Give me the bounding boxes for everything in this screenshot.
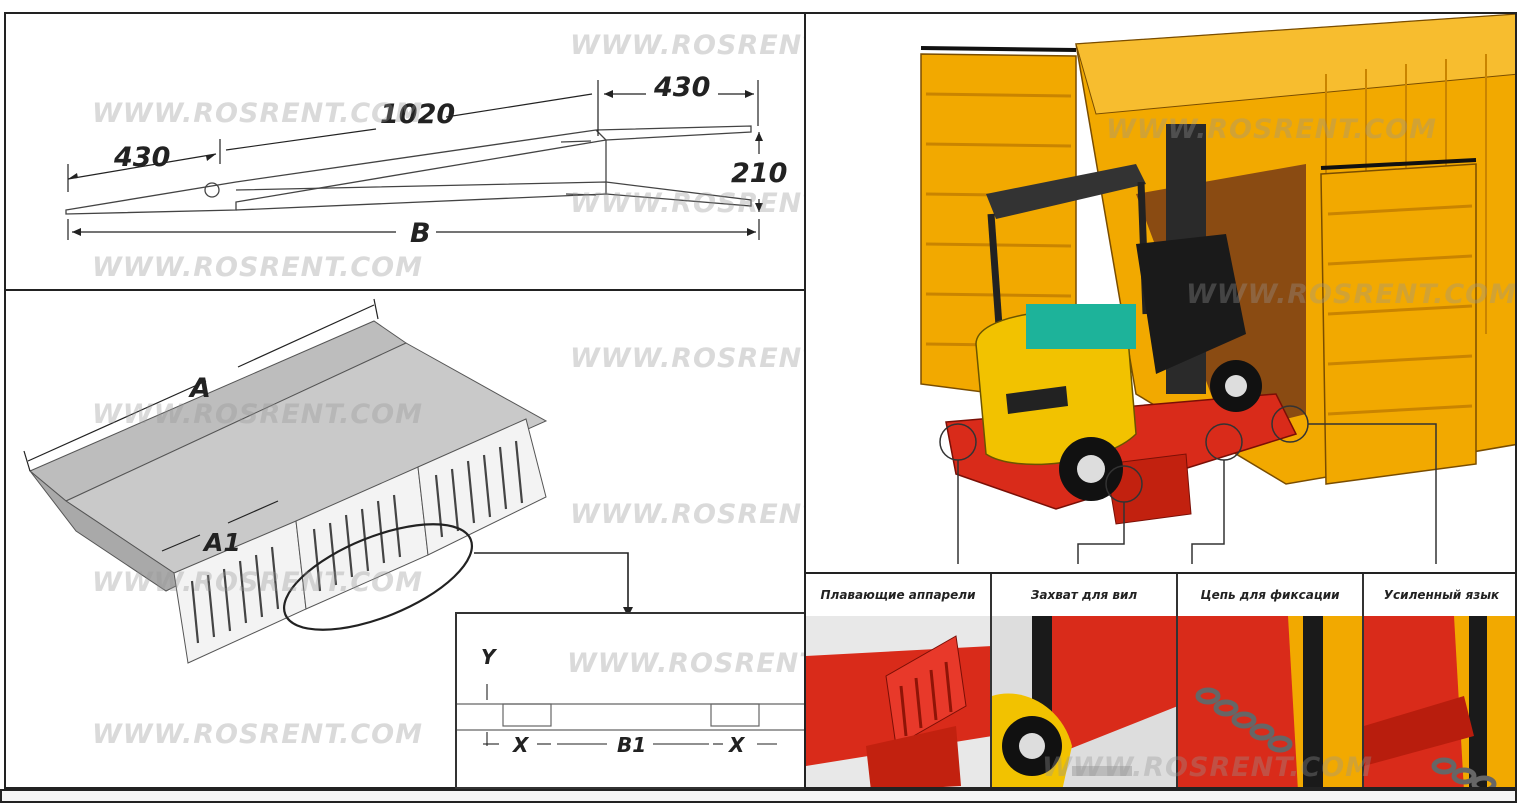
dim-total-label: B bbox=[410, 218, 431, 249]
dim-right-label: 430 bbox=[653, 72, 710, 103]
label-x-left: X bbox=[511, 733, 530, 757]
cross-section-slot-left bbox=[502, 703, 552, 727]
feature-label-floating-ramps: Плавающие аппарели bbox=[806, 574, 992, 616]
feature-image-fork-grip bbox=[992, 616, 1178, 787]
dim-a-lines bbox=[23, 298, 379, 552]
label-x-right: X bbox=[727, 733, 746, 757]
forklift-seat bbox=[1026, 304, 1136, 349]
cross-section-panel: Y X B1 X WWW.ROSRENT.COM bbox=[455, 612, 806, 789]
container-render-panel: WWW.ROSRENT.COM WWW.ROSRENT.COM bbox=[804, 12, 1517, 574]
dim-middle-label: 1020 bbox=[380, 99, 455, 130]
dim-a1-label: A1 bbox=[202, 528, 241, 557]
ramp-side-outline bbox=[65, 125, 752, 215]
bottom-strip bbox=[0, 789, 1517, 803]
forklift bbox=[975, 124, 1262, 501]
container-roof bbox=[1075, 14, 1515, 115]
dimension-arrows bbox=[68, 90, 763, 236]
dim-height-label: 210 bbox=[731, 158, 787, 189]
ramp-fork-pocket bbox=[1105, 453, 1192, 525]
feature-label-fixing-chain: Цепь для фиксации bbox=[1178, 574, 1364, 616]
side-view-drawing: 430 1020 430 210 B bbox=[65, 72, 787, 249]
label-b1: B1 bbox=[617, 733, 646, 757]
forklift-operator bbox=[1136, 234, 1246, 374]
detail-ellipse bbox=[282, 523, 474, 631]
cross-section-slot-right bbox=[710, 703, 760, 727]
feature-image-fixing-chain bbox=[1178, 616, 1364, 787]
dim-a-label: A bbox=[188, 373, 211, 404]
flap-ribs bbox=[190, 440, 524, 644]
dim-left-label: 430 bbox=[113, 142, 170, 173]
side-view-panel: 430 1020 430 210 B WWW.ROSRENT.COM WWW.R… bbox=[4, 12, 806, 291]
feature-label-fork-grip: Захват для вил bbox=[992, 574, 1178, 616]
ramp-isometric-drawing: A A1 bbox=[23, 298, 633, 664]
container-forklift-illustration bbox=[920, 14, 1515, 564]
cross-section-drawing: Y X B1 X bbox=[457, 645, 804, 757]
feature-image-reinforced-lip bbox=[1364, 616, 1515, 787]
features-panel: Плавающие аппарели Захват для вил Цепь д… bbox=[804, 572, 1517, 789]
detail-leader-line bbox=[474, 552, 629, 609]
right-door-ribs bbox=[1327, 204, 1473, 416]
feature-image-floating-ramps bbox=[806, 616, 992, 787]
label-y: Y bbox=[481, 645, 498, 669]
container-right-door bbox=[1320, 163, 1477, 485]
cross-section-dims bbox=[483, 684, 777, 746]
feature-label-reinforced-lip: Усиленный язык bbox=[1364, 574, 1515, 616]
feature-callouts bbox=[939, 405, 1437, 564]
